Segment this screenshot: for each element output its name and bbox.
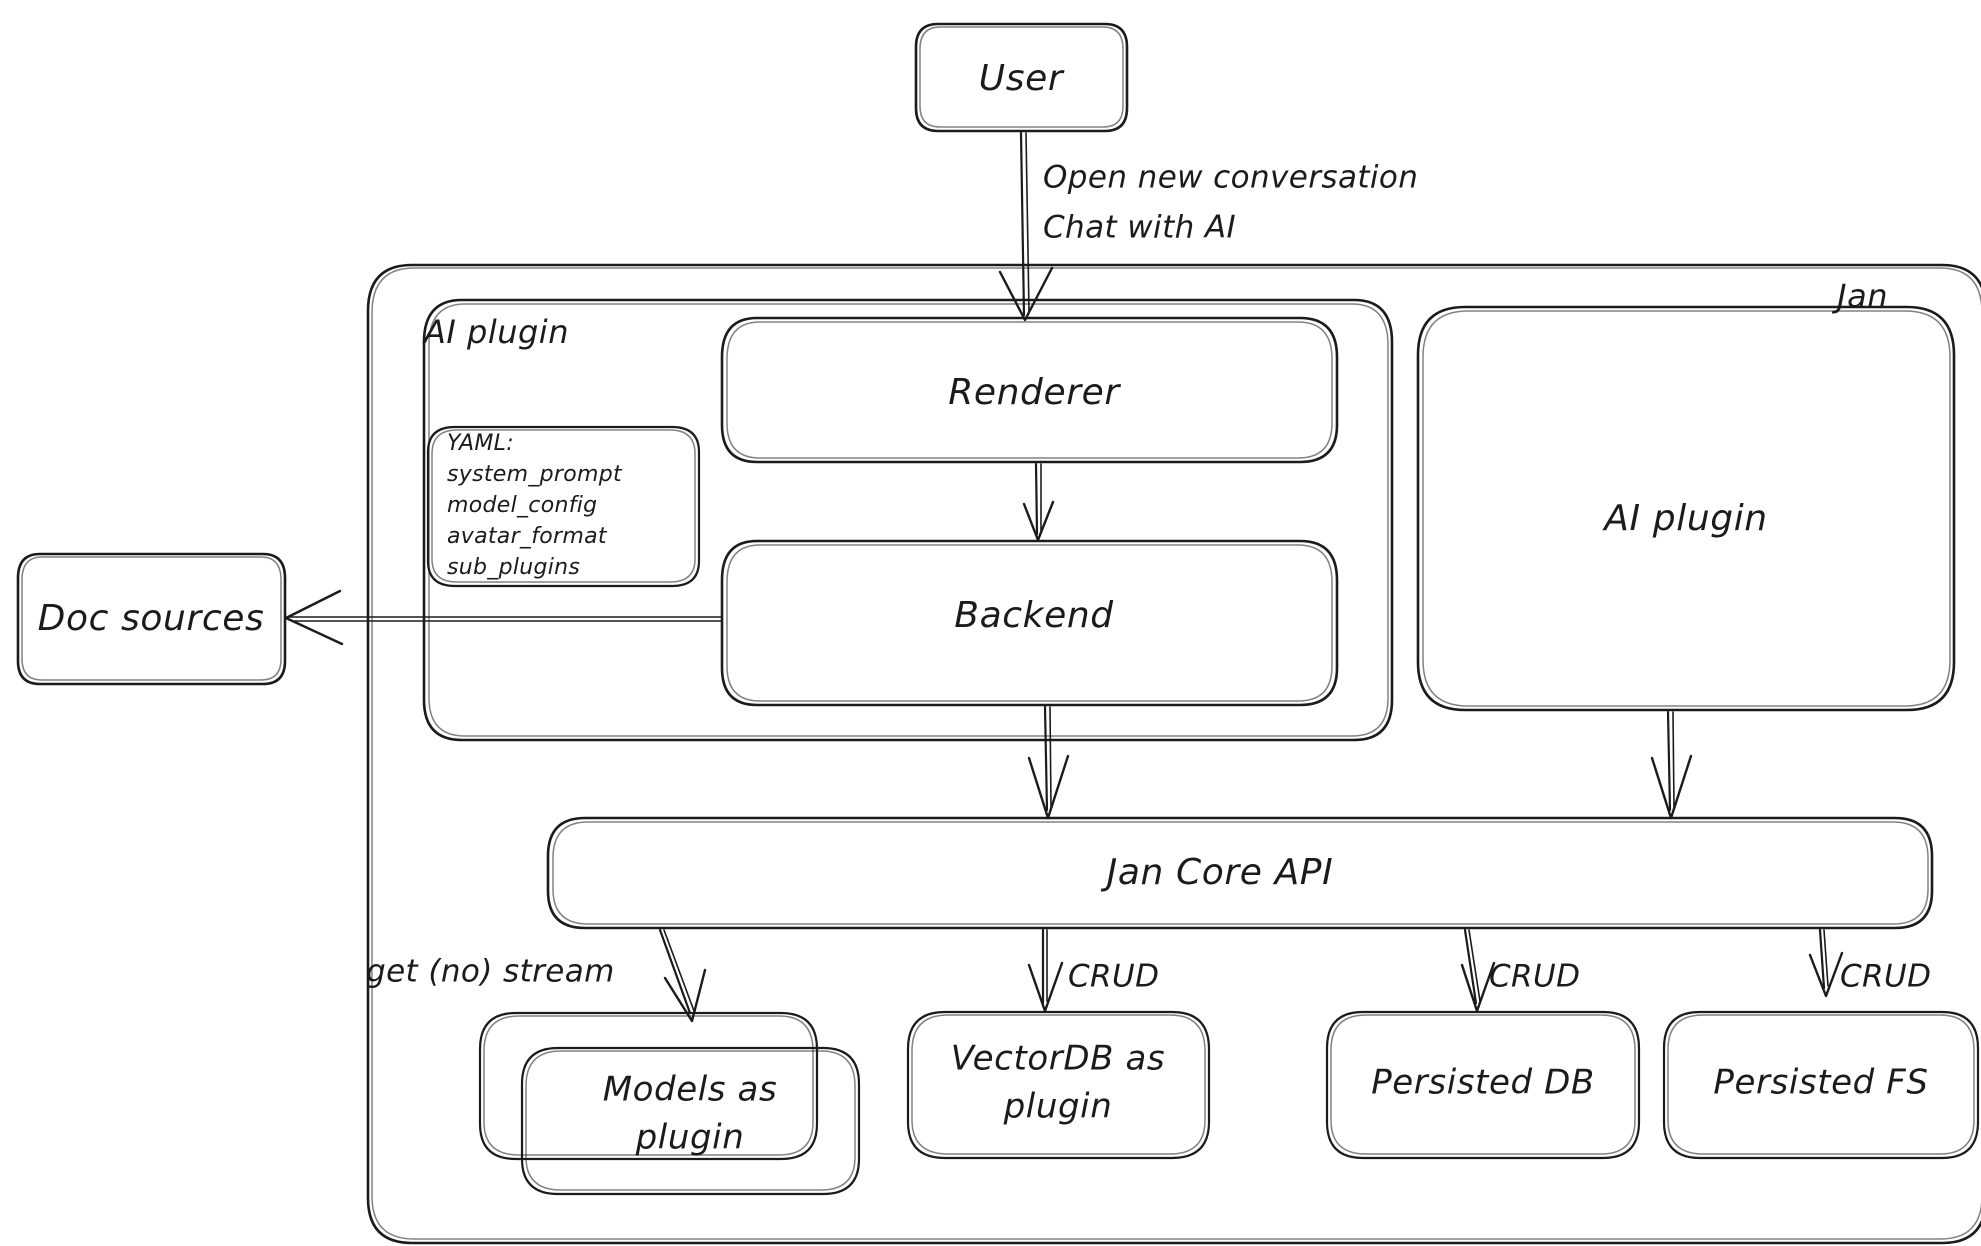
node-vectordb-as-plugin-label-1: VectorDB as	[951, 1039, 1165, 1079]
node-jan-core-api[interactable]: Jan Core API	[546, 816, 1934, 930]
edge-renderer-to-backend	[1022, 462, 1055, 542]
node-jan-core-api-label: Jan Core API	[1101, 852, 1334, 893]
node-models-as-plugin[interactable]: Models as plugin	[478, 1011, 861, 1196]
edge-core-to-models: get (no) stream	[366, 928, 707, 1023]
node-persisted-fs-label: Persisted FS	[1713, 1063, 1928, 1103]
node-user[interactable]: User	[914, 22, 1129, 133]
edge-user-to-renderer-label-2: Chat with AI	[1043, 210, 1236, 246]
container-ai-plugin-group: AI plugin	[422, 298, 1394, 742]
node-models-as-plugin-label-2: plugin	[635, 1118, 745, 1158]
edge-core-to-persisted-db: CRUD	[1460, 928, 1580, 1013]
yaml-line-4: sub_plugins	[447, 555, 580, 580]
edge-backend-to-core	[1027, 705, 1070, 820]
edge-core-to-vectordb-label: CRUD	[1068, 959, 1159, 995]
node-persisted-db[interactable]: Persisted DB	[1325, 1010, 1641, 1160]
yaml-line-3: avatar_format	[447, 524, 608, 549]
edge-core-to-persisted-fs: CRUD	[1808, 928, 1931, 998]
node-user-label: User	[979, 58, 1065, 99]
edge-ai-plugin-to-core	[1650, 710, 1693, 820]
node-persisted-db-label: Persisted DB	[1371, 1063, 1595, 1103]
node-persisted-fs[interactable]: Persisted FS	[1662, 1010, 1980, 1160]
node-renderer-label: Renderer	[948, 372, 1121, 413]
edge-user-to-renderer: Open new conversation Chat with AI	[998, 131, 1418, 322]
node-backend-label: Backend	[954, 595, 1114, 636]
edge-core-to-models-label: get (no) stream	[366, 954, 615, 990]
node-doc-sources[interactable]: Doc sources	[16, 552, 287, 686]
yaml-line-2: model_config	[447, 493, 597, 518]
node-vectordb-as-plugin-label-2: plugin	[1003, 1087, 1113, 1127]
edge-user-to-renderer-label-1: Open new conversation	[1043, 160, 1418, 196]
node-ai-plugin[interactable]: AI plugin	[1416, 305, 1956, 712]
container-ai-plugin-group-label: AI plugin	[422, 313, 569, 351]
container-jan-label: Jan	[1831, 277, 1888, 315]
yaml-line-0: YAML:	[447, 431, 514, 456]
edge-core-to-vectordb: CRUD	[1027, 928, 1159, 1013]
node-backend[interactable]: Backend	[720, 539, 1339, 707]
edge-backend-to-doc-sources	[284, 589, 723, 646]
edge-core-to-persisted-db-label: CRUD	[1489, 959, 1580, 995]
container-jan: Jan	[366, 263, 1981, 1245]
node-ai-plugin-label: AI plugin	[1602, 498, 1767, 539]
node-vectordb-as-plugin[interactable]: VectorDB as plugin	[906, 1010, 1211, 1160]
edge-core-to-persisted-fs-label: CRUD	[1840, 959, 1931, 995]
yaml-line-1: system_prompt	[447, 462, 623, 487]
node-yaml-card: YAML: system_prompt model_config avatar_…	[426, 425, 701, 588]
node-renderer[interactable]: Renderer	[720, 316, 1339, 464]
node-doc-sources-label: Doc sources	[38, 598, 265, 639]
node-models-as-plugin-label-1: Models as	[603, 1070, 778, 1110]
